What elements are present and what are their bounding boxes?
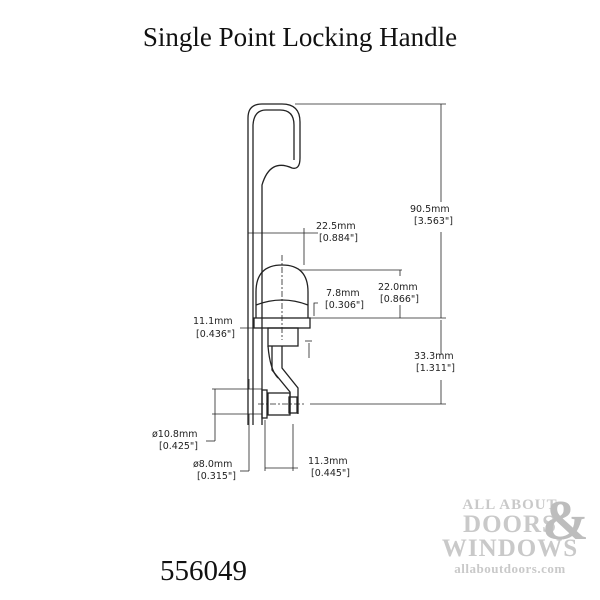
dim-overall-height-mm: 90.5mm bbox=[410, 204, 450, 215]
dim-handle-depth-mm: 22.5mm bbox=[316, 221, 356, 232]
logo-website: allaboutdoors.com bbox=[454, 561, 566, 576]
dim-shaft-width-mm: 11.1mm bbox=[193, 316, 233, 327]
dim-lower-length-in: [1.311"] bbox=[416, 363, 455, 374]
dim-tail-width-mm: 11.3mm bbox=[308, 456, 348, 467]
dim-overall-height-in: [3.563"] bbox=[414, 216, 453, 227]
logo-line-2: DOORS bbox=[463, 511, 557, 538]
dim-lower-length-mm: 33.3mm bbox=[414, 351, 454, 362]
diagram-title: Single Point Locking Handle bbox=[142, 22, 458, 52]
part-number: 556049 bbox=[160, 555, 247, 587]
dim-handle-depth-in: [0.884"] bbox=[319, 233, 358, 244]
dim-step-in: [0.306"] bbox=[325, 300, 364, 311]
brand-logo: & ALL ABOUT DOORS WINDOWS allaboutdoors.… bbox=[424, 490, 596, 577]
dimension-lines bbox=[206, 103, 446, 472]
logo-line-3: WINDOWS bbox=[441, 535, 579, 562]
handle-outline bbox=[247, 103, 311, 425]
dim-inner-diameter-mm: ø8.0mm bbox=[193, 459, 232, 470]
dim-base-height-in: [0.866"] bbox=[380, 294, 419, 305]
center-lines bbox=[258, 255, 305, 405]
dim-step-mm: 7.8mm bbox=[326, 288, 360, 299]
dim-inner-diameter-in: [0.315"] bbox=[197, 471, 236, 482]
dim-outer-diameter-in: [0.425"] bbox=[159, 441, 198, 452]
dim-base-height-mm: 22.0mm bbox=[378, 282, 418, 293]
logo-line-1: ALL ABOUT bbox=[462, 497, 558, 513]
logo-ampersand: & bbox=[542, 490, 589, 552]
dim-shaft-width-in: [0.436"] bbox=[196, 329, 235, 340]
dim-tail-width-in: [0.445"] bbox=[311, 468, 350, 479]
dim-outer-diameter-mm: ø10.8mm bbox=[152, 429, 197, 440]
